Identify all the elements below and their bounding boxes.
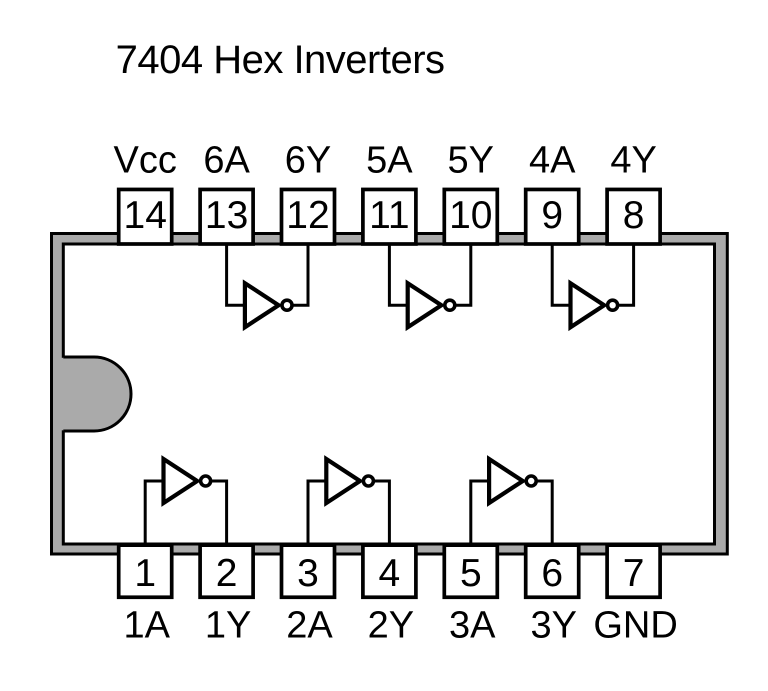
svg-text:11: 11 — [369, 194, 410, 237]
svg-text:5A: 5A — [366, 140, 413, 182]
svg-text:7404 Hex Inverters: 7404 Hex Inverters — [116, 38, 445, 82]
svg-text:3A: 3A — [449, 605, 496, 647]
svg-text:13: 13 — [205, 194, 248, 237]
svg-text:4Y: 4Y — [610, 140, 656, 182]
svg-text:8: 8 — [623, 194, 645, 237]
svg-text:7: 7 — [623, 552, 645, 595]
svg-text:12: 12 — [286, 194, 329, 237]
svg-text:6Y: 6Y — [285, 140, 331, 182]
svg-text:Vcc: Vcc — [114, 140, 177, 182]
svg-text:1A: 1A — [123, 605, 170, 647]
svg-text:GND: GND — [593, 605, 677, 647]
svg-text:6: 6 — [541, 552, 563, 595]
svg-text:1Y: 1Y — [205, 605, 251, 647]
svg-text:5: 5 — [460, 552, 482, 595]
svg-text:5Y: 5Y — [448, 140, 494, 182]
svg-text:14: 14 — [124, 194, 167, 237]
svg-text:4A: 4A — [529, 140, 576, 182]
svg-text:2A: 2A — [286, 605, 333, 647]
svg-text:4: 4 — [379, 552, 401, 595]
svg-text:1: 1 — [134, 552, 156, 595]
svg-text:9: 9 — [541, 194, 563, 237]
svg-text:2Y: 2Y — [368, 605, 414, 647]
svg-text:2: 2 — [216, 552, 238, 595]
svg-text:3: 3 — [297, 552, 319, 595]
svg-text:10: 10 — [449, 194, 492, 237]
svg-text:6A: 6A — [203, 140, 250, 182]
svg-text:3Y: 3Y — [530, 605, 576, 647]
